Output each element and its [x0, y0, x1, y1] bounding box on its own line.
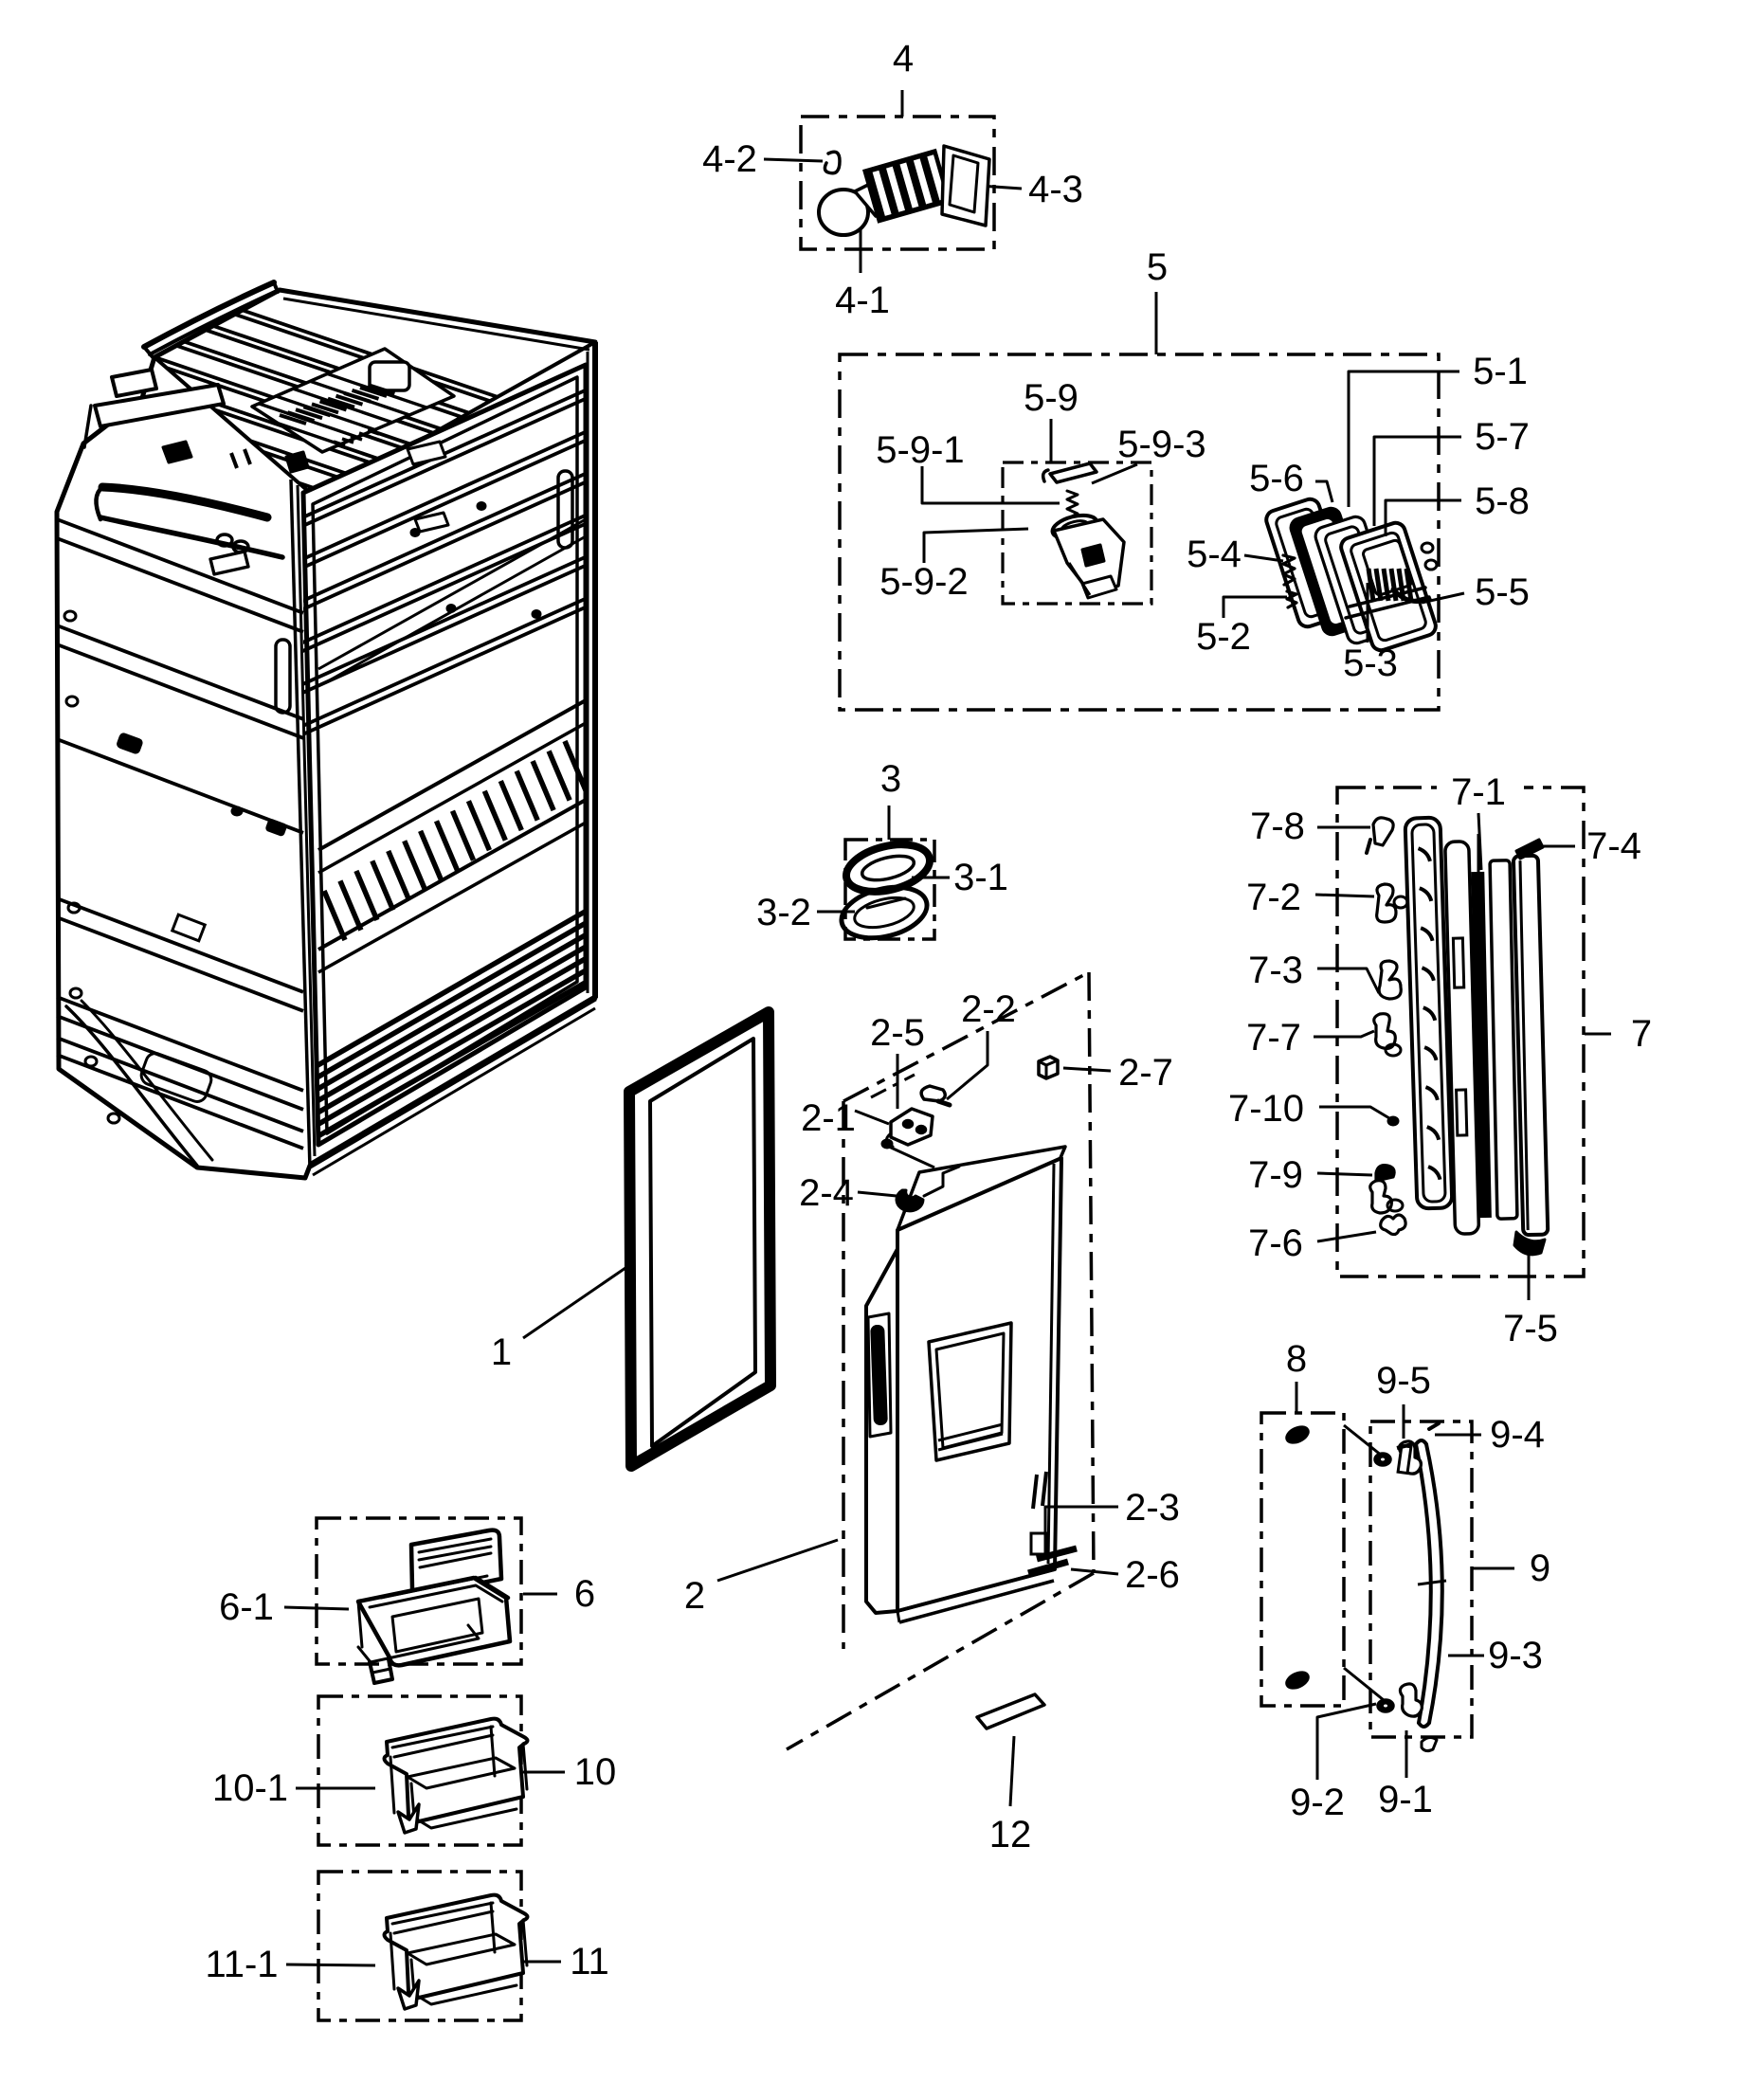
svg-text:2-5: 2-5: [870, 1012, 925, 1054]
svg-text:3-1: 3-1: [953, 857, 1008, 898]
svg-text:2: 2: [684, 1575, 705, 1617]
svg-text:3-2: 3-2: [756, 892, 811, 933]
svg-text:7-8: 7-8: [1250, 806, 1305, 847]
svg-text:11-1: 11-1: [205, 1944, 278, 1985]
svg-text:5: 5: [1147, 246, 1168, 288]
svg-text:7-3: 7-3: [1248, 950, 1303, 991]
svg-text:5-3: 5-3: [1343, 643, 1398, 684]
svg-text:5-4: 5-4: [1187, 534, 1242, 575]
svg-text:2-7: 2-7: [1118, 1052, 1173, 1094]
svg-text:5-8: 5-8: [1475, 480, 1530, 522]
svg-text:2-4: 2-4: [799, 1172, 854, 1214]
svg-text:10-1: 10-1: [212, 1767, 288, 1809]
svg-text:8: 8: [1286, 1338, 1307, 1380]
svg-text:5-5: 5-5: [1475, 571, 1530, 613]
svg-text:10: 10: [574, 1751, 617, 1793]
svg-text:7: 7: [1631, 1013, 1652, 1055]
svg-text:7-5: 7-5: [1503, 1308, 1558, 1349]
svg-text:7-1: 7-1: [1451, 771, 1506, 813]
svg-text:9-3: 9-3: [1488, 1635, 1543, 1676]
svg-text:1: 1: [491, 1331, 512, 1373]
svg-text:5-9-2: 5-9-2: [879, 561, 968, 603]
svg-text:6: 6: [574, 1573, 595, 1615]
svg-text:4-3: 4-3: [1028, 169, 1083, 210]
svg-text:4: 4: [893, 38, 914, 80]
svg-text:5-9: 5-9: [1024, 377, 1078, 419]
svg-text:7-9: 7-9: [1248, 1154, 1303, 1196]
svg-text:7-6: 7-6: [1248, 1222, 1303, 1264]
svg-text:6-1: 6-1: [219, 1586, 274, 1628]
svg-text:9-2: 9-2: [1290, 1782, 1345, 1823]
svg-text:2-3: 2-3: [1125, 1487, 1180, 1529]
svg-text:2-6: 2-6: [1125, 1554, 1180, 1596]
svg-text:4-2: 4-2: [702, 138, 757, 180]
svg-text:12: 12: [989, 1814, 1032, 1856]
svg-text:9-4: 9-4: [1490, 1414, 1545, 1456]
svg-text:5-1: 5-1: [1473, 351, 1528, 392]
svg-text:2-2: 2-2: [961, 988, 1016, 1030]
svg-text:9-1: 9-1: [1378, 1779, 1433, 1820]
svg-text:5-7: 5-7: [1475, 416, 1530, 458]
svg-text:3: 3: [880, 758, 901, 800]
svg-text:4-1: 4-1: [835, 280, 890, 321]
svg-text:7-2: 7-2: [1246, 877, 1301, 918]
svg-text:9-5: 9-5: [1376, 1360, 1431, 1402]
svg-text:5-2: 5-2: [1196, 616, 1251, 658]
svg-text:7-10: 7-10: [1228, 1088, 1304, 1130]
svg-text:5-9-3: 5-9-3: [1117, 424, 1205, 465]
svg-text:2-1: 2-1: [801, 1097, 856, 1139]
svg-text:9: 9: [1530, 1548, 1550, 1589]
svg-text:7-4: 7-4: [1586, 825, 1641, 867]
svg-text:5-9-1: 5-9-1: [876, 429, 964, 471]
svg-text:5-6: 5-6: [1249, 458, 1304, 499]
svg-text:11: 11: [570, 1941, 609, 1982]
svg-text:7-7: 7-7: [1246, 1017, 1301, 1059]
